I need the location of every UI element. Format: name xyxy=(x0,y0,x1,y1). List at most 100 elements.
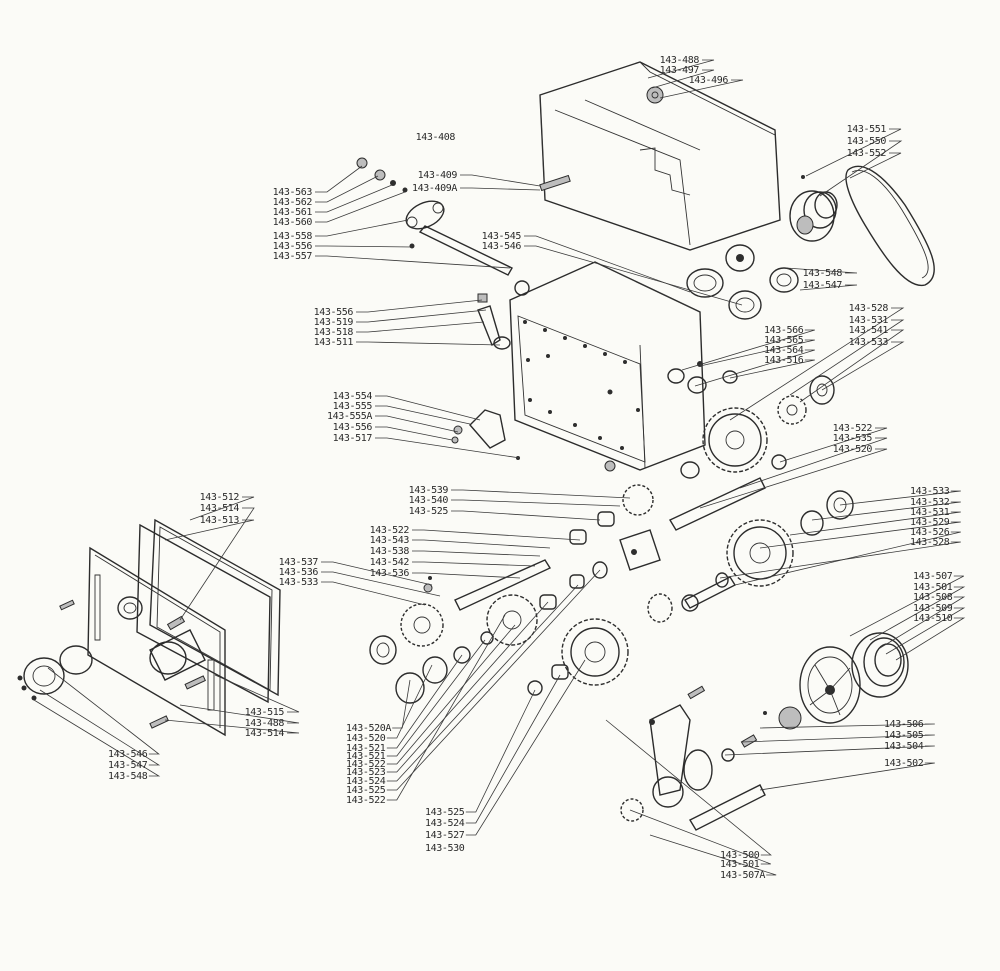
leader-line xyxy=(392,679,411,729)
part-number-label: 143-550 xyxy=(847,136,887,147)
part-number-label: 143-520 xyxy=(346,733,386,744)
part-number-label: 143-556 xyxy=(314,307,354,318)
leader-line xyxy=(375,415,459,433)
leader-line xyxy=(699,339,815,367)
part-number-label: 143-551 xyxy=(847,124,887,135)
part-number-label: 143-546 xyxy=(108,749,148,760)
leader-line xyxy=(869,586,966,641)
leader-line xyxy=(164,519,255,541)
bearing-rings-upper xyxy=(686,244,799,320)
part-number-label: 143-560 xyxy=(273,217,313,228)
leader-line xyxy=(451,489,631,499)
part-number-label: 143-500 xyxy=(720,850,760,861)
part-number-label: 143-527 xyxy=(425,830,465,841)
part-number-label: 143-502 xyxy=(884,758,924,769)
part-number-label: 143-521 xyxy=(346,743,386,754)
leader-line xyxy=(375,437,521,459)
leader-line xyxy=(849,152,902,179)
part-number-label: 143-563 xyxy=(273,187,313,198)
leader-line xyxy=(524,245,743,306)
part-number-label: 143-545 xyxy=(482,231,522,242)
gear-cluster-lower xyxy=(369,561,629,704)
part-number-label: 143-409 xyxy=(418,170,458,181)
leader-line xyxy=(321,571,441,597)
part-number-label: 143-488 xyxy=(660,55,700,66)
leader-line xyxy=(321,561,433,586)
shift-lever-assembly xyxy=(356,157,530,296)
part-number-label: 143-512 xyxy=(200,492,240,503)
leader-line xyxy=(315,184,393,213)
leader-line xyxy=(375,395,481,421)
leader-line xyxy=(779,427,888,463)
leader-line xyxy=(356,341,501,346)
leader-line xyxy=(895,617,966,661)
part-number-label: 143-546 xyxy=(482,241,522,252)
part-number-label: 143-488 xyxy=(245,718,285,729)
leader-line xyxy=(724,745,935,756)
leader-line xyxy=(412,561,536,567)
gear-cluster-upper xyxy=(702,375,835,473)
leader-lines xyxy=(33,59,966,876)
leader-line xyxy=(811,501,961,521)
part-number-label: 143-513 xyxy=(200,515,240,526)
leader-line xyxy=(386,584,579,782)
leader-line xyxy=(789,319,905,396)
leader-line xyxy=(729,307,905,421)
part-number-label: 143-522 xyxy=(346,759,386,770)
leader-line xyxy=(785,267,858,274)
part-number-label: 143-521 xyxy=(346,751,386,762)
gear-housing xyxy=(509,261,706,472)
leader-line xyxy=(659,79,744,99)
part-number-label: 143-565 xyxy=(764,335,804,346)
part-number-label: 143-533 xyxy=(279,577,319,588)
part-number-label: 143-536 xyxy=(370,568,410,579)
part-number-label: 143-510 xyxy=(913,613,953,624)
leader-line xyxy=(315,175,379,203)
part-number-label: 143-508 xyxy=(913,592,953,603)
leader-line xyxy=(412,539,551,549)
leader-line xyxy=(605,719,772,856)
leader-line xyxy=(315,219,409,237)
part-number-label: 143-514 xyxy=(200,503,240,514)
leader-line xyxy=(386,601,549,773)
part-number-label: 143-531 xyxy=(849,315,889,326)
part-number-label: 143-522 xyxy=(370,525,410,536)
leader-line xyxy=(819,140,903,197)
part-number-label: 143-552 xyxy=(847,148,887,159)
part-number-label: 143-520 xyxy=(833,444,873,455)
leader-line xyxy=(189,496,255,521)
part-number-label: 143-526 xyxy=(910,527,950,538)
part-number-label: 143-515 xyxy=(245,707,285,718)
part-number-label: 143-554 xyxy=(333,391,373,402)
part-number-label: 143-509 xyxy=(913,603,953,614)
leader-line xyxy=(879,596,966,649)
leader-line xyxy=(33,699,161,777)
part-number-label: 143-506 xyxy=(884,719,924,730)
leader-line xyxy=(460,174,541,187)
leader-line xyxy=(412,550,541,557)
leader-line xyxy=(839,490,961,506)
leader-line xyxy=(386,664,433,739)
leader-line xyxy=(759,521,961,549)
part-number-label: 143-522 xyxy=(833,423,873,434)
part-number-label: 143-548 xyxy=(108,771,148,782)
leader-line xyxy=(629,809,771,865)
leader-line xyxy=(451,499,621,507)
part-number-label: 143-530 xyxy=(425,843,465,854)
leader-line xyxy=(799,329,905,403)
leader-line xyxy=(789,511,961,536)
leader-line xyxy=(214,674,300,713)
part-number-label: 143-505 xyxy=(884,730,924,741)
leader-line xyxy=(821,341,905,391)
side-cover-plate xyxy=(59,518,281,737)
part-number-label: 143-519 xyxy=(314,317,354,328)
part-number-label: 143-562 xyxy=(273,197,313,208)
part-number-label: 143-523 xyxy=(346,767,386,778)
part-number-label: 143-501 xyxy=(720,859,760,870)
part-number-label: 143-409A xyxy=(412,183,457,194)
part-number-label: 143-535 xyxy=(833,433,873,444)
part-number-label: 143-542 xyxy=(370,557,410,568)
leader-line xyxy=(460,187,541,191)
leader-line xyxy=(386,639,486,757)
leader-line xyxy=(315,245,413,248)
